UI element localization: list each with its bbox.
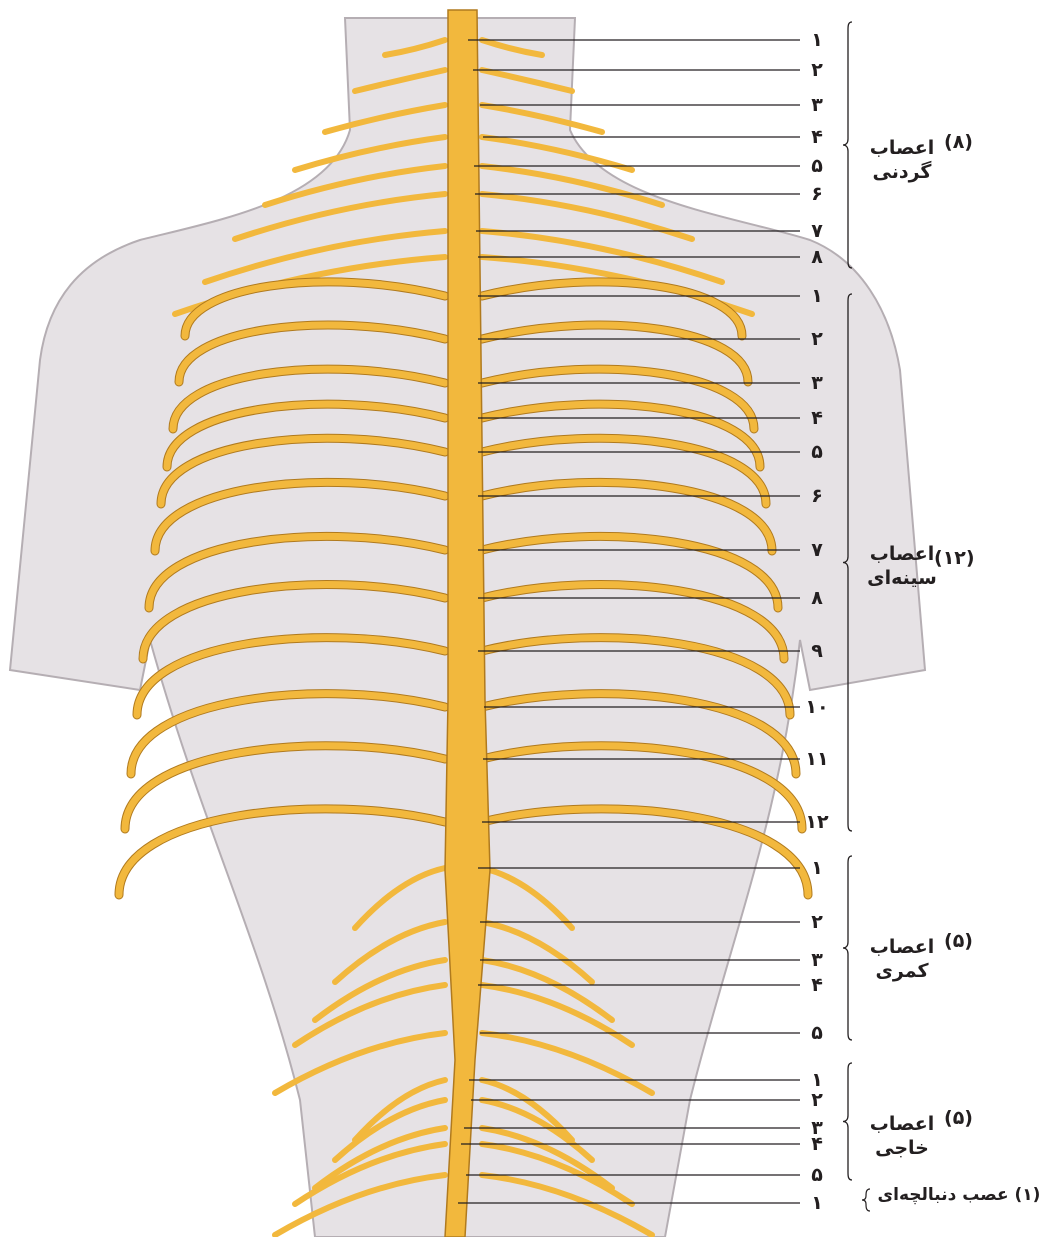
thoracic-nerve-number-2: ۲ <box>797 327 837 351</box>
thoracic-nerve-number-6: ۶ <box>797 484 837 508</box>
thoracic-nerve-number-3: ۳ <box>797 371 837 395</box>
cervical-nerve-number-8: ۸ <box>797 245 837 269</box>
lumbar-count: (۵) <box>944 929 973 953</box>
cervical-nerve-number-1: ۱ <box>797 28 837 52</box>
lumbar-brace <box>843 856 852 1040</box>
thoracic-nerve-number-4: ۴ <box>797 406 837 430</box>
cervical-count: (۸) <box>944 130 973 154</box>
lumbar-nerve-number-5: ۵ <box>797 1021 837 1045</box>
cervical-brace <box>843 22 852 268</box>
coccygeal-label: (۱) عصب دنبالچه‌ای <box>876 1184 1042 1206</box>
lumbar-nerve-number-4: ۴ <box>797 973 837 997</box>
lumbar-nerve-number-3: ۳ <box>797 948 837 972</box>
cervical-nerve-number-4: ۴ <box>797 125 837 149</box>
cervical-nerve-number-2: ۲ <box>797 58 837 82</box>
lumbar-nerve-number-2: ۲ <box>797 910 837 934</box>
lumbar-nerve-number-1: ۱ <box>797 856 837 880</box>
sacral-count: (۵) <box>944 1106 973 1130</box>
cervical-nerve-number-5: ۵ <box>797 154 837 178</box>
cervical-nerve-number-6: ۶ <box>797 182 837 206</box>
thoracic-nerve-number-9: ۹ <box>797 639 837 663</box>
sacral-brace <box>843 1063 852 1180</box>
sacral-nerve-number-5: ۵ <box>797 1163 837 1187</box>
thoracic-nerve-number-12: ۱۲ <box>797 810 837 834</box>
thoracic-nerve-number-5: ۵ <box>797 440 837 464</box>
thoracic-nerve-number-8: ۸ <box>797 586 837 610</box>
coccygeal-nerve-number: ۱ <box>797 1191 837 1215</box>
thoracic-nerve-number-7: ۷ <box>797 538 837 562</box>
sacral-nerve-number-2: ۲ <box>797 1088 837 1112</box>
cervical-nerve-number-3: ۳ <box>797 93 837 117</box>
thoracic-nerve-number-10: ۱۰ <box>797 695 837 719</box>
thoracic-count: (۱۲) <box>934 546 975 570</box>
cervical-nerve-number-7: ۷ <box>797 219 837 243</box>
sacral-nerve-number-4: ۴ <box>797 1132 837 1156</box>
thoracic-nerve-number-11: ۱۱ <box>797 747 837 771</box>
thoracic-nerve-number-1: ۱ <box>797 284 837 308</box>
coccygeal-brace <box>862 1189 870 1211</box>
